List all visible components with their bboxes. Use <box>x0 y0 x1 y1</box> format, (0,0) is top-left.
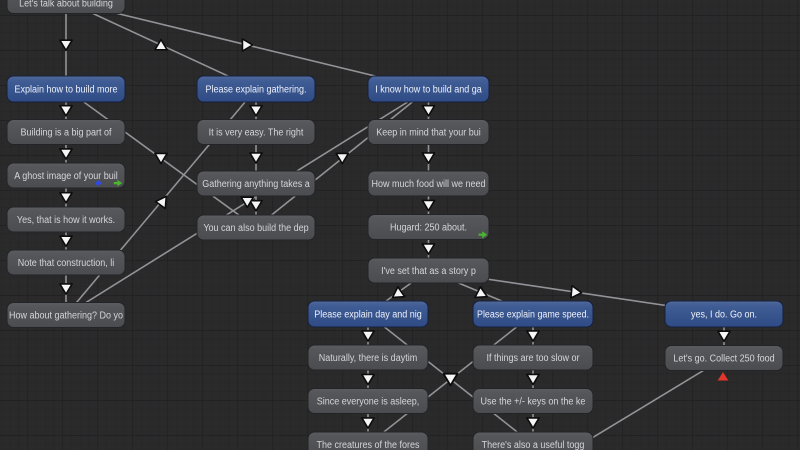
svg-text:Hugard: 250 about.: Hugard: 250 about. <box>390 223 467 234</box>
svg-text:Please explain day and nig: Please explain day and nig <box>314 310 422 321</box>
svg-text:You can also build the dep: You can also build the dep <box>203 223 309 234</box>
svg-text:Keep in mind that your bui: Keep in mind that your bui <box>376 128 481 139</box>
svg-text:I know how to build and ga: I know how to build and ga <box>375 85 482 96</box>
svg-text:Use the +/- keys on the ke: Use the +/- keys on the ke <box>481 397 586 408</box>
svg-text:Naturally, there is daytim: Naturally, there is daytim <box>319 353 417 364</box>
svg-text:Note that construction, li: Note that construction, li <box>18 258 115 269</box>
svg-text:The creatures of the fores: The creatures of the fores <box>317 440 420 450</box>
svg-text:How about gathering? Do yo: How about gathering? Do yo <box>9 311 123 322</box>
svg-text:Let's talk about building: Let's talk about building <box>19 0 113 10</box>
svg-text:How much food will we need: How much food will we need <box>372 179 486 190</box>
svg-text:Gathering anything takes a: Gathering anything takes a <box>202 179 310 190</box>
svg-text:Yes, that is how it works.: Yes, that is how it works. <box>17 215 115 226</box>
svg-text:Please explain game speed.: Please explain game speed. <box>477 310 589 321</box>
svg-text:There's also a useful togg: There's also a useful togg <box>482 440 585 450</box>
svg-text:If things are too slow or: If things are too slow or <box>486 353 580 364</box>
svg-text:It is very easy. The right: It is very easy. The right <box>209 128 304 139</box>
svg-text:Explain how to build more: Explain how to build more <box>15 85 118 96</box>
svg-text:Please explain gathering.: Please explain gathering. <box>205 85 306 96</box>
svg-text:A ghost image of your buil: A ghost image of your buil <box>14 171 118 182</box>
svg-text:Building is a big part of: Building is a big part of <box>20 128 111 139</box>
svg-text:Since everyone is asleep,: Since everyone is asleep, <box>317 397 420 408</box>
svg-text:Let's go. Collect 250 food: Let's go. Collect 250 food <box>673 354 774 365</box>
svg-text:I've set that as a story p: I've set that as a story p <box>381 266 476 277</box>
svg-text:yes, I do. Go on.: yes, I do. Go on. <box>691 310 757 321</box>
